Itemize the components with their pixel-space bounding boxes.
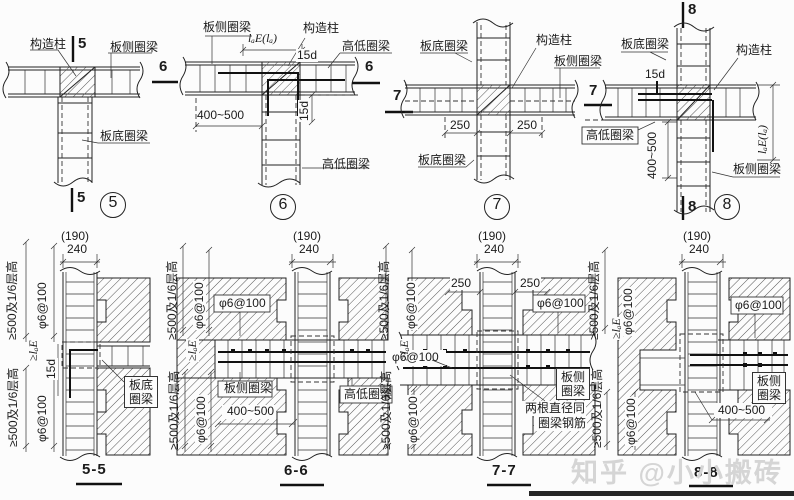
- detail6-ref-mark-6: 6: [365, 58, 374, 75]
- detail8-anchor-length-label: lₐE(lₐ): [755, 123, 769, 155]
- s66-storey-height-lower-label: ≥500及1/6层高: [167, 370, 181, 450]
- s55-box-line2: 圈梁: [128, 392, 153, 406]
- s55-15d-label: 15d: [44, 357, 58, 380]
- s88-box-line2: 圈梁: [756, 388, 781, 402]
- detail6-hook-15d-top-label: 15d: [296, 48, 319, 62]
- s88-stirrup-upper-label: φ6@100: [621, 287, 635, 336]
- s55-box-line1: 板底: [128, 378, 153, 392]
- s55-title: 5-5: [82, 461, 107, 478]
- detail8-hook-15d-label: 15d: [644, 67, 667, 81]
- s66-dim-240: 240: [299, 242, 320, 256]
- detail5-side-ringbeam-label: 板侧圈梁: [110, 40, 159, 54]
- detail7-dim-250-right: 250: [517, 118, 538, 132]
- s77-storey-height-lower-label: ≥500及1/6层高: [379, 370, 393, 450]
- detail6-side-ringbeam-label: 板侧圈梁: [203, 20, 252, 34]
- s55-stirrup-lower-label: φ6@100: [35, 394, 49, 443]
- s88-side-ringbeam-box: 板侧 圈梁: [752, 372, 786, 404]
- s77-stirrup-right-label: φ6@100: [537, 296, 584, 310]
- detail7-ref-mark-7: 7: [589, 82, 598, 99]
- detail6-highlow-ringbeam-bottom-label: 高低圈梁: [322, 157, 371, 171]
- s77-side-ringbeam-box: 板侧 圈梁: [556, 368, 590, 400]
- detail8-bottom-ringbeam-label: 板底圈梁: [621, 37, 670, 51]
- s77-box-line1: 板侧: [560, 370, 585, 384]
- s88-storey-height-lower-label: ≥500及1/6层高: [590, 368, 604, 448]
- s66-stirrup-infigure-label: φ6@100: [219, 296, 266, 310]
- detail6-range-400-500-label: 400~500: [197, 108, 245, 122]
- bottom-edge-bar: [529, 491, 794, 496]
- s66-storey-height-upper-label: ≥500及1/6层高: [165, 260, 179, 340]
- detail7-column-label: 构造柱: [536, 33, 573, 47]
- detail5-section-mark-bottom: 5: [77, 189, 86, 206]
- detail7-dim-250-left: 250: [450, 118, 471, 132]
- detail7-bottom-ringbeam-top-label: 板底圈梁: [420, 39, 469, 53]
- detail5-ref-mark-6: 6: [159, 58, 168, 75]
- detail8-range-400-500-label: 400~500: [645, 130, 659, 180]
- detail6-ref-mark-7: 7: [393, 87, 402, 104]
- s77-dim-250-left: 250: [450, 276, 473, 290]
- detail5-column-label: 构造柱: [30, 37, 67, 51]
- detail8-section-mark-bottom: 8: [688, 198, 697, 215]
- s88-title: 8-8: [694, 464, 719, 481]
- s88-stirrup-right-label: φ6@100: [735, 298, 782, 312]
- s55-storey-height-lower-label: ≥500及1/6层高: [6, 367, 20, 447]
- detail8-circle-number: 8: [722, 196, 732, 213]
- s66-dim-190: (190): [293, 229, 322, 243]
- s88-range-400-500-label: 400~500: [717, 403, 767, 417]
- s66-title: 6-6: [284, 462, 309, 479]
- detail7-side-ringbeam-label: 板侧圈梁: [554, 54, 603, 68]
- s88-dim-190: (190): [683, 229, 712, 243]
- detail7-bottom-ringbeam-bottom-label: 板底圈梁: [418, 153, 467, 167]
- highlow-ringbeam-box-label: 高低圈梁: [586, 128, 635, 142]
- s77-title: 7-7: [492, 462, 517, 479]
- s55-dim-190: (190): [61, 229, 90, 243]
- s77-note-line2: 圈梁钢筋: [537, 416, 588, 430]
- s77-storey-height-upper-label: ≥500及1/6层高: [377, 260, 391, 340]
- detail5-section-mark-top: 5: [78, 35, 87, 52]
- s88-box-line1: 板侧: [756, 374, 781, 388]
- s66-highlow-ringbeam-box-label: 高低圈梁: [344, 387, 393, 401]
- s88-storey-height-upper-label: ≥500及1/6层高: [587, 260, 601, 340]
- s66-anchor-label: ≥lₐE: [185, 339, 199, 362]
- s66-side-ringbeam-label: 板侧圈梁: [224, 381, 273, 395]
- s55-dim-240: 240: [67, 242, 88, 256]
- s66-range-400-500-label: 400~500: [227, 404, 275, 418]
- detail6-circle-number: 6: [278, 196, 288, 213]
- detail7-circle-number: 7: [492, 196, 502, 213]
- s77-stirrup-upper-label: φ6@100: [404, 281, 418, 330]
- s88-dim-240: 240: [689, 242, 710, 256]
- detail8-column-label: 构造柱: [736, 43, 773, 57]
- s55-stirrup-upper-label: φ6@100: [35, 281, 49, 330]
- s77-dim-240: 240: [484, 242, 505, 256]
- detail6-highlow-ringbeam-top-label: 高低圈梁: [342, 39, 391, 53]
- detail6-hook-15d-side-label: 15d: [297, 99, 311, 122]
- s66-stirrup-lower-label: φ6@100: [194, 395, 208, 444]
- s77-dim-250-right: 250: [519, 276, 542, 290]
- detail8-section-mark-top: 8: [688, 1, 697, 18]
- detail6-column-label: 构造柱: [303, 21, 340, 35]
- s77-box-line2: 圈梁: [560, 384, 585, 398]
- s77-note-line1: 两根直径同: [524, 401, 587, 415]
- s77-stirrup-mid-label: φ6@100: [392, 350, 439, 364]
- detail6-anchor-length-label: lₐE(lₐ): [248, 31, 278, 45]
- detail8-side-ringbeam-label: 板侧圈梁: [733, 162, 782, 176]
- detail5-circle-number: 5: [108, 194, 118, 211]
- watermark: 知乎 @小小搬砖工: [571, 458, 783, 500]
- s88-stirrup-lower-label: φ6@100: [624, 397, 638, 446]
- s77-stirrup-lower-label: φ6@100: [406, 395, 420, 444]
- s55-storey-height-upper-label: ≥500及1/6层高: [5, 260, 19, 340]
- s55-bottom-ringbeam-box: 板底 圈梁: [124, 376, 158, 408]
- s66-stirrup-upper-label: φ6@100: [192, 281, 206, 330]
- s77-dim-190: (190): [478, 229, 507, 243]
- detail5-bottom-ringbeam-label: 板底圈梁: [100, 129, 149, 143]
- s55-anchor-label: ≥lₐE: [26, 339, 40, 362]
